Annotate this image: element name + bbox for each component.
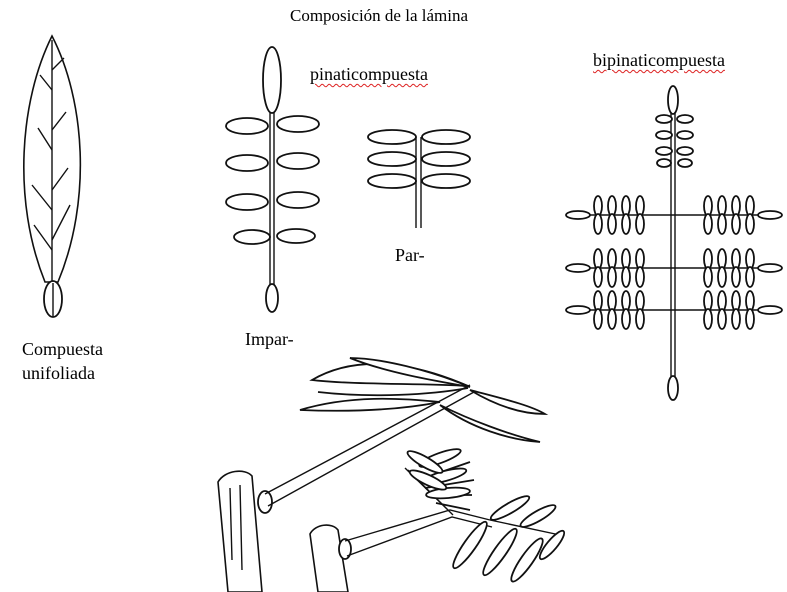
bipinnate-top-leaflets: [655, 114, 694, 168]
label-compuesta-unifoliada: Compuesta unifoliada: [22, 337, 103, 385]
paripinnate-leaf-drawing: [367, 129, 471, 228]
label-bipinaticompuesta: bipinaticompuesta: [593, 50, 725, 70]
label-pinaticompuesta: pinaticompuesta: [310, 64, 428, 84]
label-compuesta-line1: Compuesta: [22, 339, 103, 359]
label-impar: Impar-: [245, 329, 294, 349]
label-par: Par-: [395, 245, 425, 265]
bipinnate-leaf-drawing: [565, 85, 783, 401]
imparipinnate-leaflets: [225, 115, 320, 245]
unifoliate-leaf-drawing: [23, 34, 82, 318]
page-title: Composición de la lámina: [290, 6, 468, 25]
branch-sketch-drawing: [217, 357, 566, 592]
imparipinnate-leaf-drawing: [225, 46, 320, 313]
bipinnate-pinnae: [565, 195, 783, 330]
label-compuesta-line2: unifoliada: [22, 363, 95, 383]
